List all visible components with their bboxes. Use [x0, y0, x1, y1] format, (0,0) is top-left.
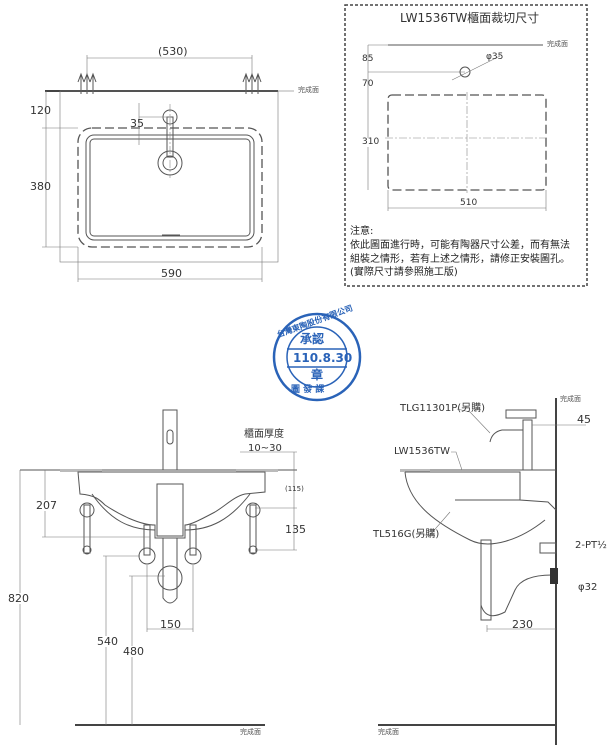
side-floor-finish-surface: 完成面: [378, 728, 399, 736]
drain-label: φ32: [578, 582, 598, 593]
angle-valve-right: [184, 524, 202, 565]
stamp-approval: 承認: [300, 332, 325, 346]
dim-mount-spacing: (530): [158, 45, 188, 58]
basin-label: LW1536TW: [394, 446, 450, 457]
dim-115: (115): [285, 485, 304, 493]
dim-150: 150: [160, 618, 181, 631]
cutout-finish-surface: 完成面: [547, 40, 568, 48]
dim-width: 590: [161, 267, 182, 280]
bracket-label: TL516G(另購): [373, 529, 440, 540]
dim-hole: φ35: [486, 52, 504, 62]
dim-45: 45: [577, 413, 591, 426]
faucet-plan: [157, 104, 183, 178]
bracket-right: [245, 502, 261, 555]
cutout-box: [344, 4, 588, 287]
front-view: [19, 409, 297, 726]
dim-510: 510: [460, 198, 478, 208]
side-wall-finish-surface: 完成面: [560, 395, 581, 403]
approval-stamp: [272, 312, 362, 402]
dim-85: 85: [362, 54, 374, 64]
dim-820: 820: [8, 592, 29, 605]
dim-70: 70: [362, 79, 374, 89]
supply-label: 2-PT½: [575, 540, 607, 551]
stamp-dept: 圖 發 課: [291, 385, 325, 395]
dim-207: 207: [36, 499, 57, 512]
side-view: [378, 398, 586, 745]
note-line-3: (實際尺寸請參照施工版): [350, 267, 458, 278]
note-line-1: 依此圖面進行時，可能有陶器尺寸公差，而有無法: [350, 240, 570, 251]
counter-thickness-value: 10~30: [248, 443, 282, 454]
dim-480: 480: [123, 645, 144, 658]
plan-view: [42, 55, 294, 282]
cutout-title: LW1536TW櫃面裁切尺寸: [400, 11, 540, 25]
dim-230: 230: [512, 618, 533, 631]
dim-faucet-offset: 35: [130, 117, 144, 130]
faucet-label: TLG11301P(另購): [400, 403, 486, 414]
dim-310: 310: [362, 137, 380, 147]
finish-surface-label: 完成面: [298, 86, 319, 94]
dim-depth: 380: [30, 180, 51, 193]
mount-anchor-left: [77, 72, 97, 94]
note-line-2: 組裝之情形，若有上述之情形，請修正安裝圖孔。: [350, 254, 570, 265]
note-title: 注意:: [350, 226, 374, 237]
stamp-date: 110.8.30: [293, 351, 353, 365]
dim-wall-to-bowl: 120: [30, 104, 51, 117]
counter-thickness-label: 櫃面厚度: [244, 429, 284, 440]
front-finish-surface: 完成面: [240, 728, 261, 736]
dim-540: 540: [97, 635, 118, 648]
stamp-seal: 章: [311, 368, 324, 382]
dim-135: 135: [285, 523, 306, 536]
bracket-left: [79, 502, 95, 555]
angle-valve-left: [138, 524, 156, 565]
